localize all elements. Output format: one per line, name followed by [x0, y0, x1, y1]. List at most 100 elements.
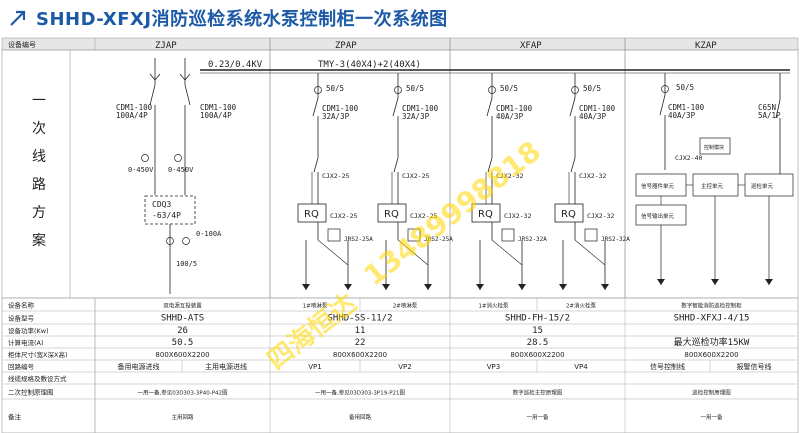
table-cell: 2#消火栓泵	[566, 302, 597, 310]
circuit-ct: 50/5	[406, 84, 424, 93]
rq-label: RQ	[384, 209, 399, 220]
table-row-label: 柜体尺寸(宽X深X高)	[8, 350, 67, 359]
circuit-contactor2: CJX2-25	[330, 212, 357, 220]
side-char-5: 案	[32, 232, 46, 249]
circuit-contactor: CJX2-32	[579, 172, 606, 180]
rq-label: RQ	[304, 209, 319, 220]
circuit-contactor2: CJX2-32	[504, 212, 531, 220]
kzap-ct: 50/5	[676, 83, 694, 92]
circuit-ct: 50/5	[500, 84, 518, 93]
zjap-voltmeter-1: 0-450V	[128, 166, 154, 174]
side-char-3: 路	[32, 177, 46, 193]
table-cell: 一用一备,参见03D303-3P19-P21图	[315, 389, 406, 397]
busbar-spec: TMY-3(40X4)+2(40X4)	[318, 60, 421, 70]
table-row-label: 备注	[8, 412, 22, 421]
table-cell: 800X600X2200	[155, 351, 209, 359]
circuit-breaker-model: CDM1-100	[402, 104, 439, 113]
table-cell: 1#消火栓泵	[478, 302, 509, 310]
relay-box	[407, 228, 421, 242]
zjap-section: CDM1-100 100A/4P CDM1-100 100A/4P 0-450V…	[116, 58, 237, 294]
circuit-relay: JRS2-32A	[601, 236, 630, 243]
circuit-breaker-rating: 40A/3P	[496, 112, 524, 121]
table-cell: 巡检控制原理图	[692, 389, 731, 397]
zjap-ct: 100/5	[176, 260, 197, 268]
kzap-section: 50/5 CDM1-100 40A/3P CJX2-40 C65N 5A/1P …	[635, 73, 794, 285]
side-char-4: 方	[32, 205, 46, 221]
table-cell: SHHD-SS-11/2	[327, 314, 392, 324]
table-cell: 22	[355, 338, 366, 348]
table-row-label: 设备名称	[8, 301, 35, 310]
side-char-0: 一	[32, 93, 46, 109]
table-cell: 800X600X2200	[684, 351, 738, 359]
arrow-icon	[10, 10, 26, 26]
kzap-breaker1-model: CDM1-100	[668, 103, 705, 112]
table-cell: 50.5	[172, 338, 194, 348]
table-cell: 800X600X2200	[510, 351, 564, 359]
table-cell: 备用回路	[349, 413, 372, 421]
circuit-breaker-model: CDM1-100	[579, 104, 616, 113]
rq-label: RQ	[478, 209, 493, 220]
panel-xfap: XFAP	[520, 41, 542, 51]
table-row-label: 二次控制原理图	[8, 388, 54, 397]
circuit-contactor2: CJX2-32	[587, 212, 614, 220]
zjap-breaker1-rating: 100A/4P	[116, 111, 148, 120]
table-row-label: 设备功率(Kw)	[8, 326, 49, 335]
kzap-box-0: 控制模块	[704, 144, 724, 151]
panel-zjap: ZJAP	[155, 41, 177, 51]
ats-box	[144, 195, 196, 225]
table-cell: 信号控制线	[650, 362, 685, 371]
zjap-breaker2-model: CDM1-100	[200, 103, 237, 112]
table-cell: 主用回路	[171, 413, 194, 421]
kzap-breaker2-model: C65N	[758, 103, 776, 112]
table-cell: 一用一备,参见03D303-3P40-P42图	[137, 389, 228, 397]
zjap-voltmeter-2: 0-450V	[168, 166, 194, 174]
table-cell: 11	[355, 326, 366, 336]
table-cell: 最大巡检功率15KW	[674, 336, 750, 348]
table-cell: 28.5	[527, 338, 549, 348]
side-char-1: 次	[32, 121, 46, 137]
kzap-box-4: 巡检单元	[751, 182, 774, 190]
kzap-contactor: CJX2-40	[675, 154, 702, 162]
kzap-breaker1-rating: 40A/3P	[668, 111, 696, 120]
circuit-relay: JRS2-32A	[518, 236, 547, 243]
relay-box	[501, 228, 515, 242]
circuit-breaker-rating: 32A/3P	[402, 112, 430, 121]
circuit-ct: 50/5	[583, 84, 601, 93]
bus-voltage: 0.23/0.4KV	[208, 60, 263, 70]
table-cell: VP3	[487, 363, 500, 371]
table-row-label: 线缆规格及敷设方式	[8, 374, 67, 383]
header-label: 设备编号	[8, 40, 36, 49]
circuit-relay: JRS2-25A	[344, 236, 373, 243]
table-cell: 26	[177, 326, 188, 336]
table-row-label: 计算电流(A)	[8, 338, 44, 347]
table-cell: 15	[532, 326, 543, 336]
circuit-breaker-rating: 32A/3P	[322, 112, 350, 121]
table-cell: 数字智能消防巡检控制柜	[681, 302, 742, 310]
panel-kzap: KZAP	[695, 41, 717, 51]
zjap-breaker2-rating: 100A/4P	[200, 111, 232, 120]
circuit-contactor: CJX2-32	[496, 172, 523, 180]
circuit-contactor: CJX2-25	[322, 172, 349, 180]
page-title: SHHD-XFXJ消防巡检系统水泵控制柜一次系统图	[8, 4, 448, 32]
table-cell: SHHD-ATS	[161, 314, 204, 324]
kzap-box-2: 主控单元	[701, 182, 724, 190]
table-cell: SHHD-XFXJ-4/15	[674, 314, 750, 324]
table-cell: 一用一备	[526, 413, 549, 421]
table-cell: 2#喷淋泵	[393, 302, 418, 310]
circuit-ct: 50/5	[326, 84, 344, 93]
table-cell: VP2	[398, 363, 411, 371]
ats-rating: -63/4P	[152, 211, 181, 220]
table-row-label: 回路编号	[8, 362, 35, 371]
rq-label: RQ	[561, 209, 576, 220]
circuit-contactor: CJX2-25	[402, 172, 429, 180]
zjap-breaker1-model: CDM1-100	[116, 103, 153, 112]
circuit-contactor2: CJX2-25	[410, 212, 437, 220]
table-cell: 数字巡检主控原理图	[513, 389, 563, 397]
circuit-breaker-model: CDM1-100	[322, 104, 359, 113]
table-cell: 双电源互投装置	[163, 302, 202, 310]
